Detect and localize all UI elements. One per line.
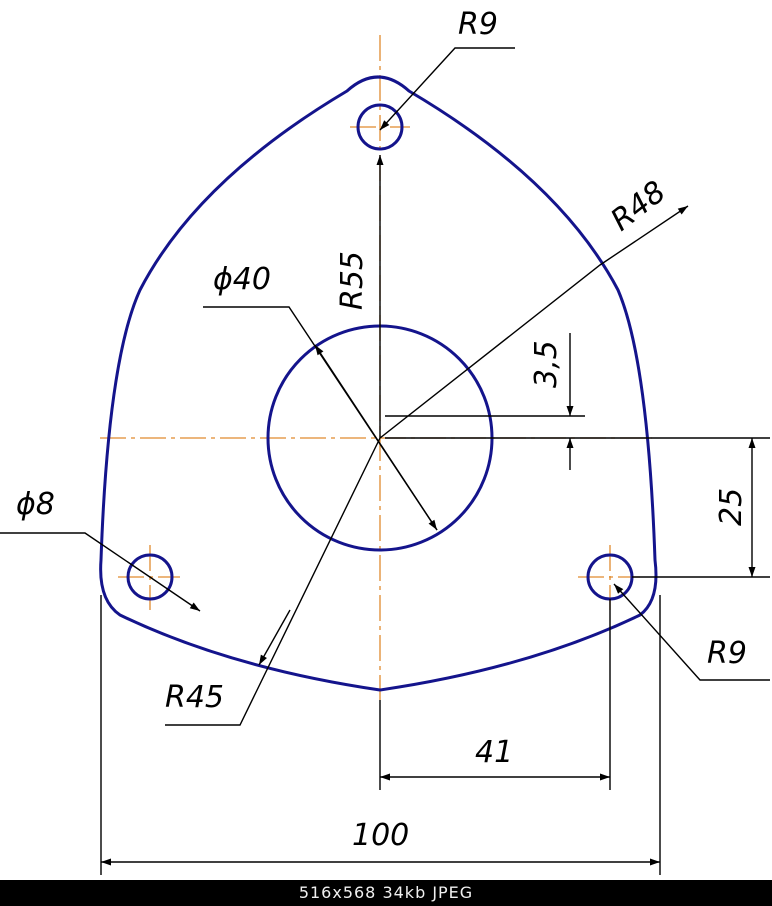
label-r55: R55 <box>335 251 370 310</box>
left-bolt-hole <box>126 553 174 601</box>
label-3-5: 3,5 <box>529 340 564 388</box>
dimension-texts: R9 R48 ϕ40 R55 3,5 ϕ8 25 R9 R45 41 100 <box>16 7 749 853</box>
r45-arrow <box>258 609 291 666</box>
r9-top-leader <box>379 47 515 131</box>
label-d40: ϕ40 <box>213 262 271 297</box>
label-r48: R48 <box>604 174 672 238</box>
label-d8: ϕ8 <box>16 487 55 522</box>
top-bolt-hole <box>356 103 404 151</box>
r48-leader <box>379 205 689 439</box>
r45-leader <box>165 437 381 726</box>
label-r9-right: R9 <box>707 636 747 671</box>
d8-leader <box>0 532 201 612</box>
d40-arrow-back <box>314 344 438 531</box>
image-caption: 516x568 34kb JPEG <box>0 880 772 906</box>
dimension-lines <box>0 47 770 875</box>
label-25: 25 <box>714 488 749 526</box>
label-41: 41 <box>475 735 513 770</box>
center-lines <box>100 35 652 700</box>
d40-leader <box>203 306 438 531</box>
r9-right-leader <box>613 583 770 681</box>
technical-drawing: R9 R48 ϕ40 R55 3,5 ϕ8 25 R9 R45 41 100 <box>0 7 770 875</box>
label-r9-top: R9 <box>458 7 498 42</box>
label-100: 100 <box>352 818 409 853</box>
flange-contour <box>99 75 658 692</box>
label-r45: R45 <box>165 680 224 715</box>
part-outline <box>99 75 658 692</box>
